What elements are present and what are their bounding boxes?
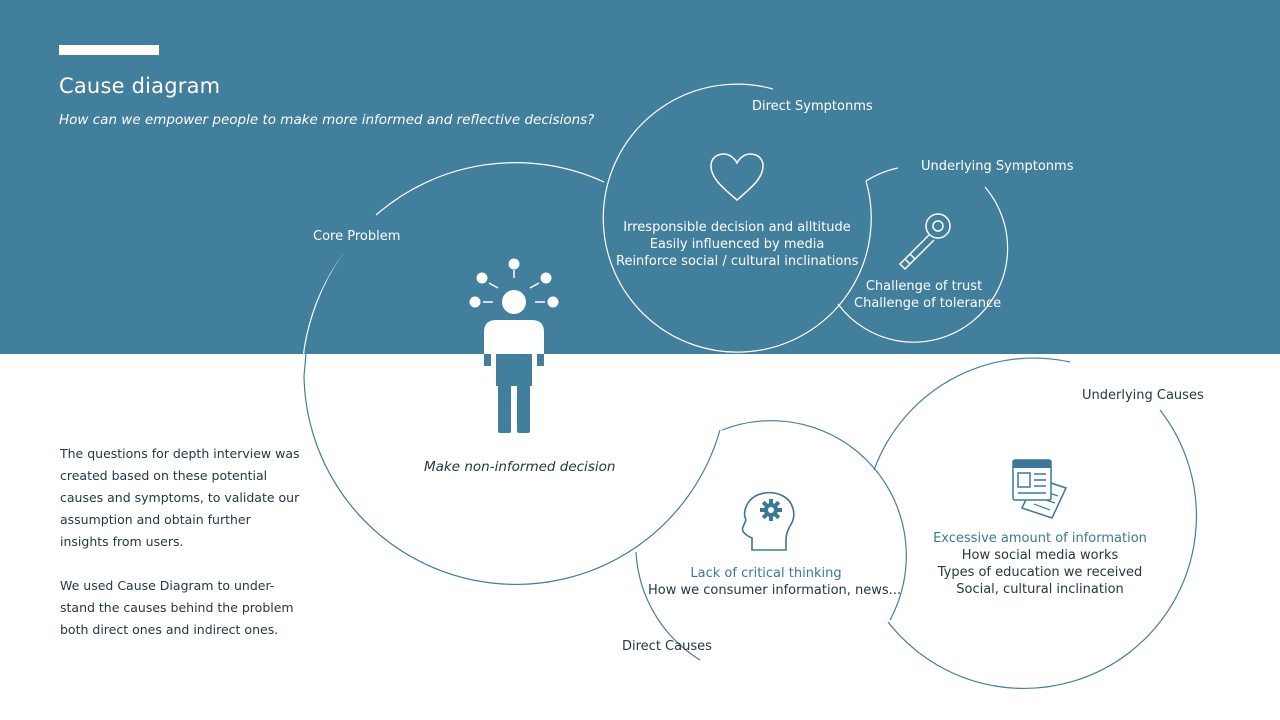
- head-gear-icon: [741, 491, 795, 551]
- underlying-symptoms-circle: [837, 167, 1009, 343]
- direct-causes-label: Direct Causes: [622, 639, 712, 654]
- underlying-symptom-line: Challenge of tolerance: [854, 296, 1002, 311]
- newspaper-icon: [1012, 459, 1068, 519]
- direct-causes-text: Lack of critical thinking How we consume…: [648, 565, 902, 599]
- intro-text: The questions for depth interview was cr…: [60, 443, 300, 663]
- underlying-causes-label: Underlying Causes: [1082, 388, 1204, 403]
- direct-symptoms-circle: [602, 83, 872, 353]
- heart-icon: [710, 153, 764, 201]
- underlying-cause-line: Types of education we received: [937, 565, 1143, 580]
- underlying-causes-text: Excessive amount of information How soci…: [930, 530, 1150, 598]
- header-band: [0, 0, 1280, 354]
- underlying-symptoms-label: Underlying Symptonms: [921, 159, 1074, 174]
- direct-symptom-line: Easily influenced by media: [649, 237, 825, 252]
- core-problem-label: Core Problem: [313, 229, 401, 244]
- key-icon: [898, 213, 951, 271]
- direct-symptom-line: Reinforce social / cultural inclinations: [616, 254, 859, 269]
- direct-cause-line: How we consumer information, news...: [648, 583, 902, 598]
- intro-paragraph: We used Cause Diagram to under-stand the…: [60, 578, 294, 637]
- core-problem-text: Make non-informed decision: [424, 459, 616, 475]
- intro-paragraph: The questions for depth interview was cr…: [60, 446, 300, 549]
- underlying-cause-highlight: Excessive amount of information: [933, 531, 1147, 546]
- underlying-cause-line: Social, cultural inclination: [956, 582, 1124, 597]
- underlying-symptom-line: Challenge of trust: [865, 279, 983, 294]
- direct-causes-circle: [635, 420, 907, 661]
- person-thinking-icon: [469, 258, 559, 433]
- page-title: Cause diagram: [59, 74, 221, 98]
- underlying-causes-circle: [873, 357, 1197, 689]
- direct-symptoms-label: Direct Symptonms: [752, 99, 873, 114]
- page-subtitle: How can we empower people to make more i…: [59, 112, 595, 128]
- accent-bar: [59, 45, 159, 55]
- direct-symptoms-text: Irresponsible decision and alltitude Eas…: [616, 219, 858, 270]
- underlying-symptoms-text: Challenge of trust Challenge of toleranc…: [854, 278, 1002, 312]
- underlying-cause-line: How social media works: [961, 548, 1119, 563]
- direct-symptom-line: Irresponsible decision and alltitude: [623, 220, 851, 235]
- direct-cause-highlight: Lack of critical thinking: [690, 566, 842, 581]
- core-problem-circle: [301, 162, 721, 594]
